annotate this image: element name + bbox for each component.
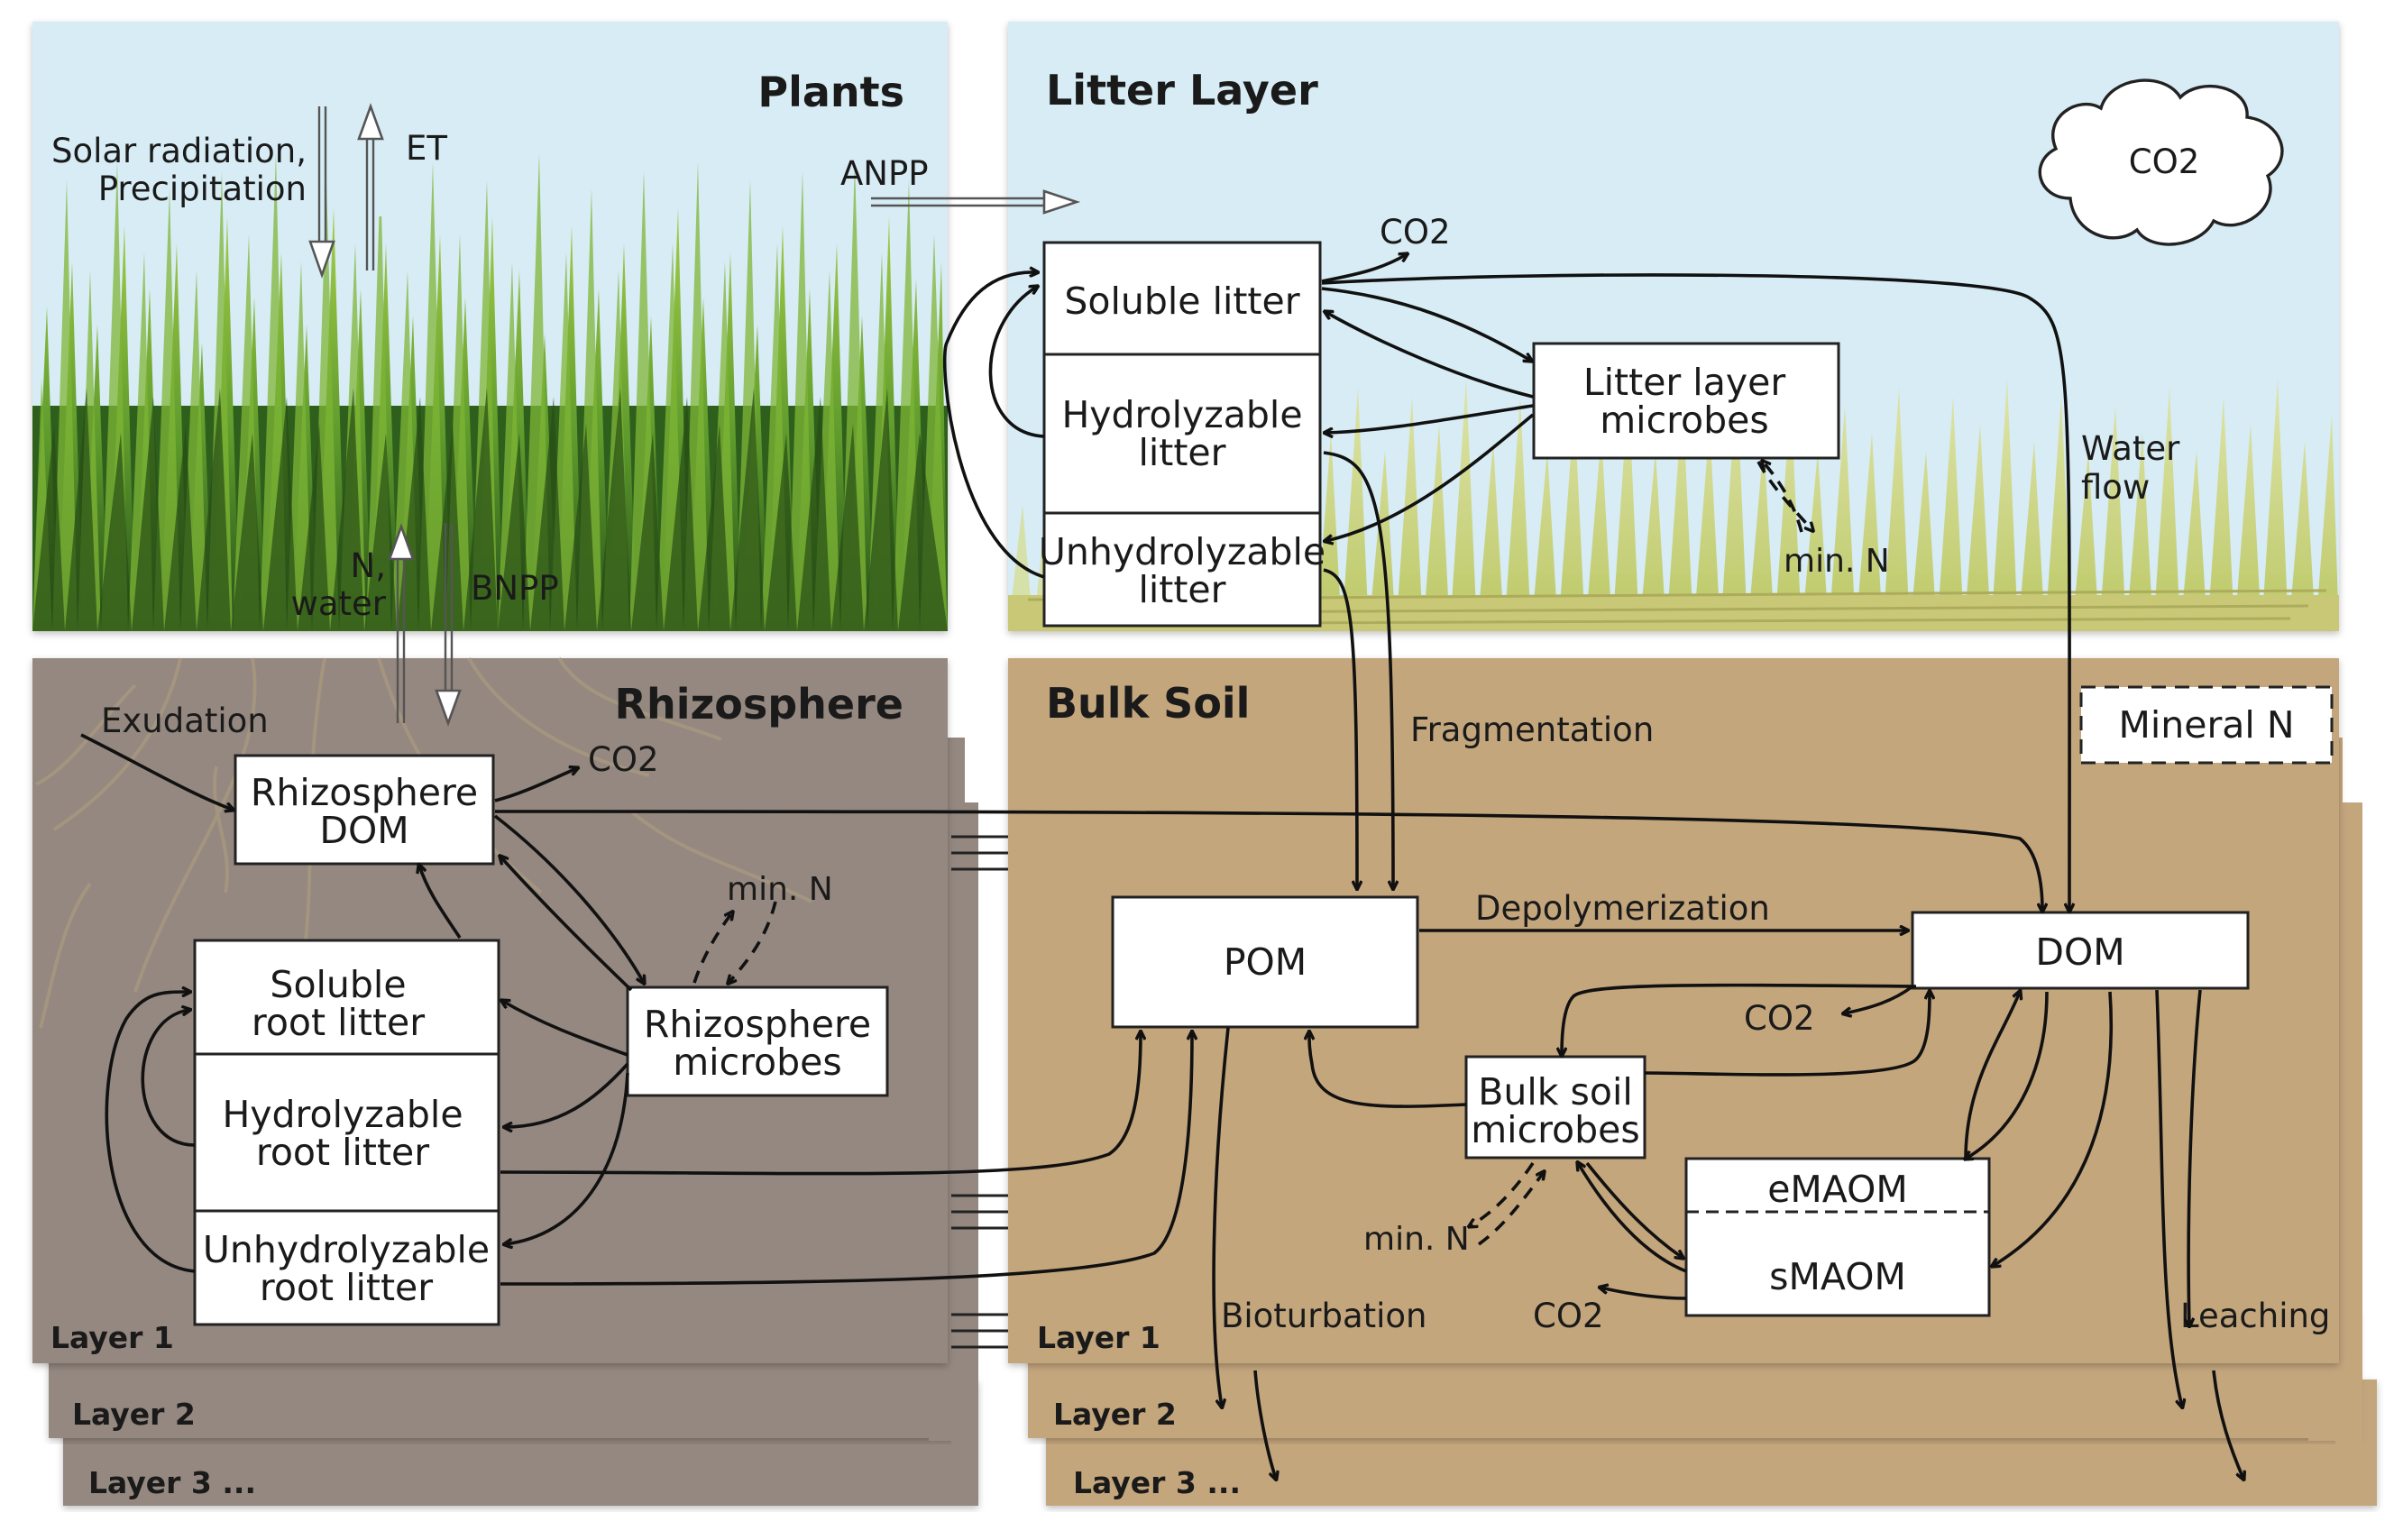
solar-label-line1: Solar radiation, bbox=[51, 132, 307, 170]
et-label: ET bbox=[406, 129, 447, 168]
bnpp-label: BNPP bbox=[471, 569, 559, 608]
leaching-label: Leaching bbox=[2180, 1297, 2330, 1335]
pom-box[interactable] bbox=[1111, 895, 1419, 1029]
unhydrolyzable-litter-box[interactable] bbox=[1042, 511, 1322, 628]
bulk-soil-microbes-label-2: microbes bbox=[1471, 1108, 1640, 1151]
hydrolyzable-litter-label-1: Hydrolyzable bbox=[1061, 393, 1302, 436]
hydrolyzable-root-litter-label-1: Hydrolyzable bbox=[222, 1093, 463, 1136]
bulk-soil-layers bbox=[1008, 658, 2377, 1506]
bulk-min-n-label: min. N bbox=[1363, 1221, 1470, 1258]
emaom-label: eMAOM bbox=[1767, 1168, 1908, 1211]
soluble-litter-label: Soluble litter bbox=[1064, 280, 1299, 323]
anpp-label: ANPP bbox=[840, 154, 929, 193]
rhizosphere-dom-box[interactable] bbox=[234, 754, 495, 866]
hydrolyzable-litter-label-2: litter bbox=[1138, 431, 1225, 474]
mineral-n-box[interactable] bbox=[2079, 685, 2334, 765]
mineral-n-label: Mineral N bbox=[2118, 703, 2294, 747]
rhizosphere-min-n-label: min. N bbox=[727, 871, 833, 908]
exudation-label: Exudation bbox=[101, 701, 269, 740]
pom-label: POM bbox=[1224, 940, 1307, 984]
dom-label: DOM bbox=[2035, 930, 2124, 974]
co2-cloud-label: CO2 bbox=[2129, 142, 2200, 181]
depolymerization-label: Depolymerization bbox=[1475, 889, 1770, 928]
bulk-layer-1-label: Layer 1 bbox=[1037, 1320, 1160, 1355]
hollow-arrows bbox=[308, 103, 1081, 727]
unhydrolyzable-root-litter-label-2: root litter bbox=[260, 1266, 433, 1309]
bulk-co2-a-label: CO2 bbox=[1744, 999, 1815, 1038]
rhizosphere-dom-label-1: Rhizosphere bbox=[251, 771, 478, 814]
litter-pool-stack[interactable] bbox=[1042, 241, 1322, 628]
bulk-layer-3-label: Layer 3 ... bbox=[1073, 1465, 1241, 1500]
unhydrolyzable-root-litter-label-1: Unhydrolyzable bbox=[203, 1228, 490, 1271]
rhizosphere-microbes-label-1: Rhizosphere bbox=[644, 1003, 871, 1046]
litter-microbes-label-2: microbes bbox=[1600, 399, 1769, 442]
hydrolyzable-litter-box[interactable] bbox=[1042, 353, 1322, 515]
co2-cloud-icon bbox=[2038, 78, 2284, 246]
rhizosphere-microbes-label-2: microbes bbox=[673, 1040, 842, 1084]
flow-arrows bbox=[80, 254, 2243, 1479]
bulk-soil-microbes-box[interactable] bbox=[1464, 1055, 1646, 1160]
soluble-root-litter-label-1: Soluble bbox=[270, 963, 406, 1006]
plants-title: Plants bbox=[757, 68, 904, 116]
root-litter-stack[interactable] bbox=[193, 939, 500, 1326]
litter-layer-title: Litter Layer bbox=[1046, 66, 1318, 115]
unhydrolyzable-litter-label-1: Unhydrolyzable bbox=[1039, 530, 1325, 573]
water-flow-label-2: flow bbox=[2081, 468, 2150, 507]
rhizosphere-co2-label: CO2 bbox=[588, 740, 659, 779]
rhizosphere-dom-label-2: DOM bbox=[319, 809, 408, 852]
unhydrolyzable-root-litter-box[interactable] bbox=[193, 1209, 500, 1326]
smaom-label: sMAOM bbox=[1769, 1255, 1906, 1298]
litter-microbes-box[interactable] bbox=[1532, 342, 1840, 460]
layer-connectors bbox=[951, 835, 1008, 1349]
rhizosphere-microbes-box[interactable] bbox=[626, 985, 889, 1097]
unhydrolyzable-litter-label-2: litter bbox=[1138, 568, 1225, 611]
litter-microbes-label-1: Litter layer bbox=[1583, 361, 1786, 404]
rhizosphere-title: Rhizosphere bbox=[615, 680, 903, 729]
fragmentation-label: Fragmentation bbox=[1410, 710, 1654, 749]
grass-illustration bbox=[32, 117, 948, 631]
rhizo-layer-2-label: Layer 2 bbox=[72, 1397, 196, 1432]
bulk-co2-b-label: CO2 bbox=[1533, 1297, 1604, 1335]
bioturbation-label: Bioturbation bbox=[1221, 1297, 1427, 1335]
litter-co2-label: CO2 bbox=[1380, 213, 1451, 252]
maom-box[interactable] bbox=[1684, 1157, 1991, 1317]
soluble-litter-box[interactable] bbox=[1042, 241, 1322, 356]
water-flow-label-1: Water bbox=[2081, 429, 2180, 468]
soluble-root-litter-label-2: root litter bbox=[252, 1001, 425, 1044]
rhizo-layer-1-label: Layer 1 bbox=[50, 1320, 174, 1355]
bulk-soil-microbes-label-1: Bulk soil bbox=[1478, 1070, 1633, 1114]
rhizo-layer-3-label: Layer 3 ... bbox=[88, 1465, 256, 1500]
hydrolyzable-root-litter-label-2: root litter bbox=[256, 1131, 429, 1174]
bulk-layer-2-label: Layer 2 bbox=[1053, 1397, 1177, 1432]
bulk-soil-title: Bulk Soil bbox=[1046, 679, 1250, 728]
plants-panel bbox=[32, 22, 948, 631]
n-water-label-line1: N, bbox=[351, 546, 386, 585]
solar-label-line2: Precipitation bbox=[98, 170, 307, 208]
n-water-label-line2: water bbox=[291, 584, 387, 623]
litter-min-n-label: min. N bbox=[1784, 543, 1890, 580]
dom-box[interactable] bbox=[1911, 911, 2250, 990]
